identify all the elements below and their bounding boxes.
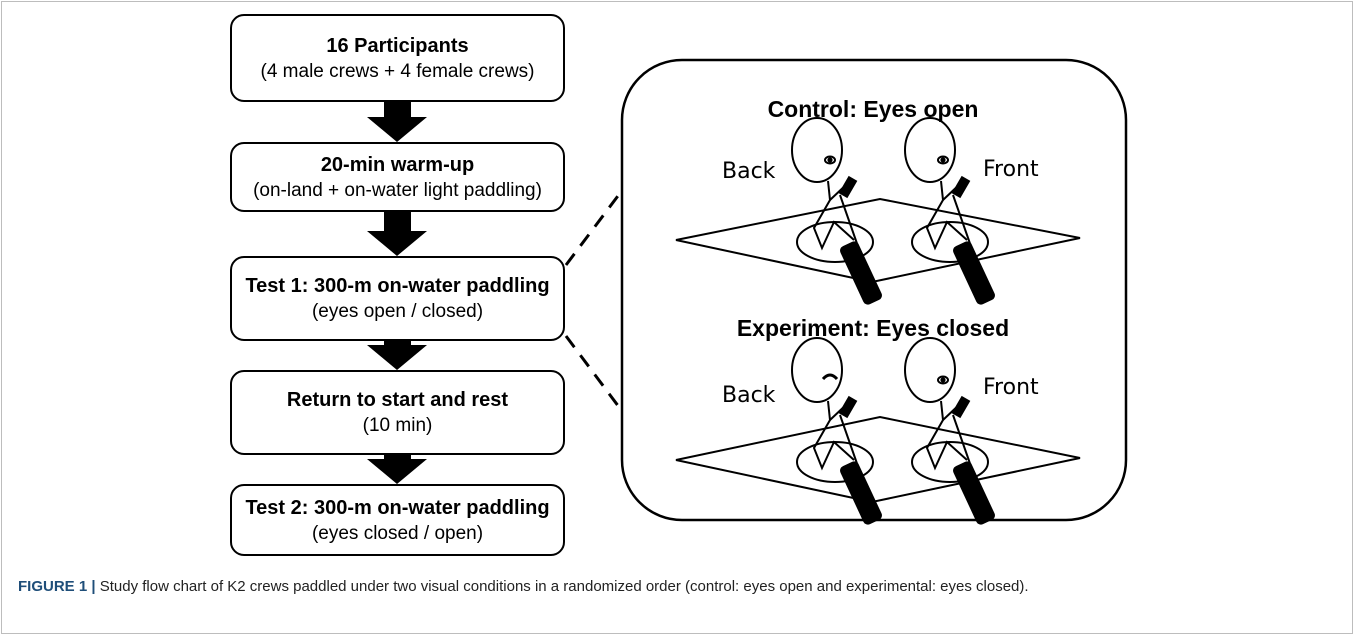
experiment-front-label: Front (983, 375, 1039, 400)
control-front-body (925, 180, 968, 251)
control-back-paddle (838, 175, 858, 199)
control-front-paddle (951, 175, 971, 199)
control-back-head (791, 117, 843, 183)
control-back-body (812, 180, 855, 251)
experiment-back-body (812, 400, 855, 471)
figure-caption-label: FIGURE 1 | (18, 578, 96, 595)
flow-step-title: Test 2: 300-m on-water paddling (245, 496, 550, 519)
arrow-down-1 (367, 102, 427, 142)
flow-arrows (367, 102, 427, 484)
experiment-title: Experiment: Eyes closed (737, 315, 1009, 341)
control-title: Control: Eyes open (768, 96, 979, 122)
experiment-boat-outline (675, 415, 1081, 504)
flow-step-rest: Return to start and rest (10 min) (230, 370, 565, 455)
flow-step-title: 20-min warm-up (320, 153, 475, 176)
control-front-cockpit (911, 221, 989, 263)
flow-step-subtitle: (on-land + on-water light paddling) (253, 179, 542, 201)
experiment-front-paddle (951, 395, 971, 419)
flow-step-subtitle: (10 min) (362, 415, 433, 436)
experiment-back-label: Back (722, 383, 776, 408)
flow-step-subtitle: (eyes open / closed) (311, 301, 484, 322)
control-front-eye-icon (937, 155, 949, 165)
control-boat-outline (675, 197, 1081, 284)
flow-step-test-1: Test 1: 300-m on-water paddling (eyes op… (230, 256, 565, 341)
flow-step-subtitle: (4 male crews + 4 female crews) (260, 60, 535, 82)
experiment-front-head (904, 337, 956, 403)
experiment-boat-scene (675, 337, 1081, 525)
arrow-down-3 (367, 341, 427, 370)
flow-step-warmup: 20-min warm-up (on-land + on-water light… (230, 142, 565, 212)
arrow-down-2 (367, 212, 427, 256)
control-front-head (904, 117, 956, 183)
experiment-back-head (791, 337, 843, 403)
control-front-label: Front (983, 157, 1039, 182)
control-boat-scene (675, 117, 1081, 305)
figure-caption-text: Study flow chart of K2 crews paddled und… (95, 578, 1029, 595)
figure-caption: FIGURE 1 | Study flow chart of K2 crews … (18, 578, 1029, 595)
flow-step-participants: 16 Participants (4 male crews + 4 female… (230, 14, 565, 102)
control-back-label: Back (722, 159, 776, 184)
control-back-eye-icon (824, 155, 836, 165)
flow-step-test-2: Test 2: 300-m on-water paddling (eyes cl… (230, 484, 565, 556)
flow-step-title: 16 Participants (326, 34, 469, 57)
experiment-back-closed-eye-icon (821, 373, 839, 381)
arrow-down-4 (367, 455, 427, 484)
flow-step-title: Return to start and rest (286, 389, 509, 411)
experiment-back-paddle (838, 395, 858, 419)
experiment-front-eye-icon (937, 375, 949, 385)
flow-step-title: Test 1: 300-m on-water paddling (245, 275, 550, 297)
flow-step-subtitle: (eyes closed / open) (311, 522, 484, 544)
experiment-front-cockpit (911, 441, 989, 483)
experiment-front-body (925, 400, 968, 471)
